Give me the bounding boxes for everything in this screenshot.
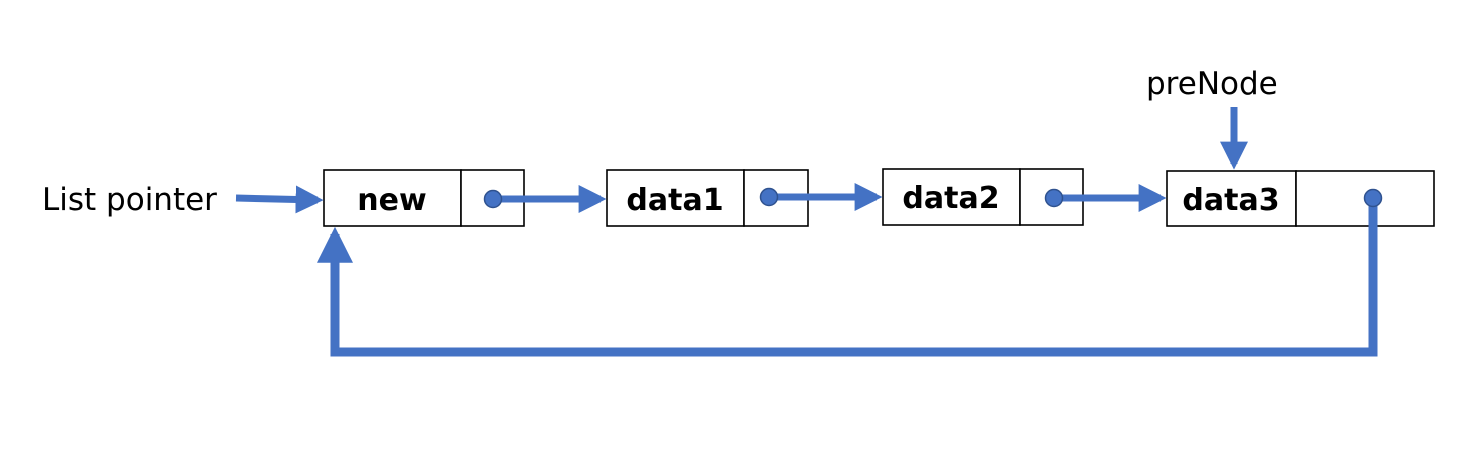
circular-return-arrow xyxy=(317,198,1378,357)
node-new: new xyxy=(323,169,525,227)
node-data2-value: data2 xyxy=(902,181,999,216)
node-data3-data-cell xyxy=(1166,170,1297,227)
node-data3-pointer-dot xyxy=(1363,188,1383,208)
node-new-data-cell xyxy=(323,169,462,227)
node-new-value: new xyxy=(357,183,426,218)
node-data1-data-cell xyxy=(606,169,745,227)
prenode-label: preNode xyxy=(1146,66,1278,102)
node-data1-value: data1 xyxy=(626,183,723,218)
node-data3-value: data3 xyxy=(1182,183,1279,218)
list-pointer-label: List pointer xyxy=(42,182,217,218)
node-new-pointer-dot xyxy=(483,189,503,209)
list-pointer-arrow xyxy=(235,185,324,214)
node-data2-pointer-dot xyxy=(1044,188,1064,208)
node-data3: data3 xyxy=(1166,170,1435,227)
node-data1-pointer-dot xyxy=(759,187,779,207)
node-data2-data-cell xyxy=(882,168,1021,226)
